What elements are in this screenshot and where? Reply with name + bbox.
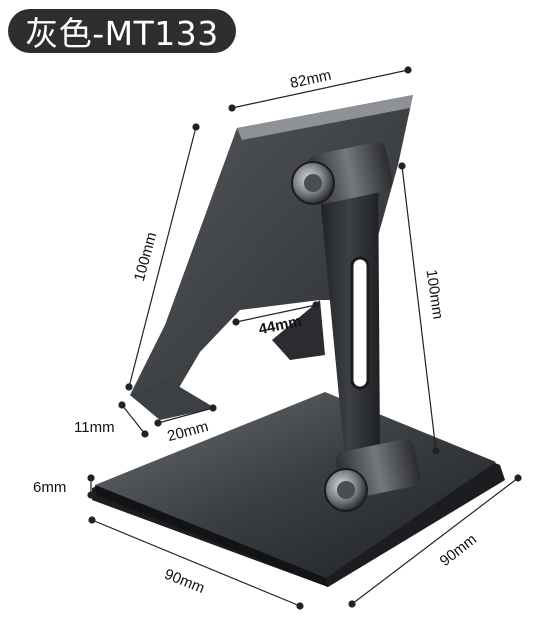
dim-line-lip-height: [121, 404, 146, 435]
bottom-hinge: [324, 439, 421, 512]
dim-line-base-width: [91, 519, 301, 607]
product-title-badge: 灰色-MT133: [8, 9, 236, 53]
label-lip-height: 11mm: [74, 419, 115, 436]
label-lip-depth: 20mm: [166, 418, 211, 445]
dim-line-back-height: [128, 126, 197, 388]
dim-line-arm-height: [401, 165, 437, 452]
top-hinge: [291, 142, 393, 205]
label-arm-height: 100mm: [423, 268, 447, 320]
label-base-depth: 90mm: [437, 531, 480, 570]
label-base-thickness: 6mm: [33, 479, 66, 496]
label-base-width: 90mm: [162, 566, 207, 597]
dim-line-top-width: [231, 69, 409, 109]
dim-line-slot-width: [235, 304, 317, 323]
dim-line-lip-depth: [157, 407, 214, 424]
label-back-height: 100mm: [131, 230, 160, 283]
product-title: 灰色-MT133: [25, 14, 219, 53]
dim-line-base-depth: [351, 477, 519, 605]
support-arm: [318, 158, 380, 460]
